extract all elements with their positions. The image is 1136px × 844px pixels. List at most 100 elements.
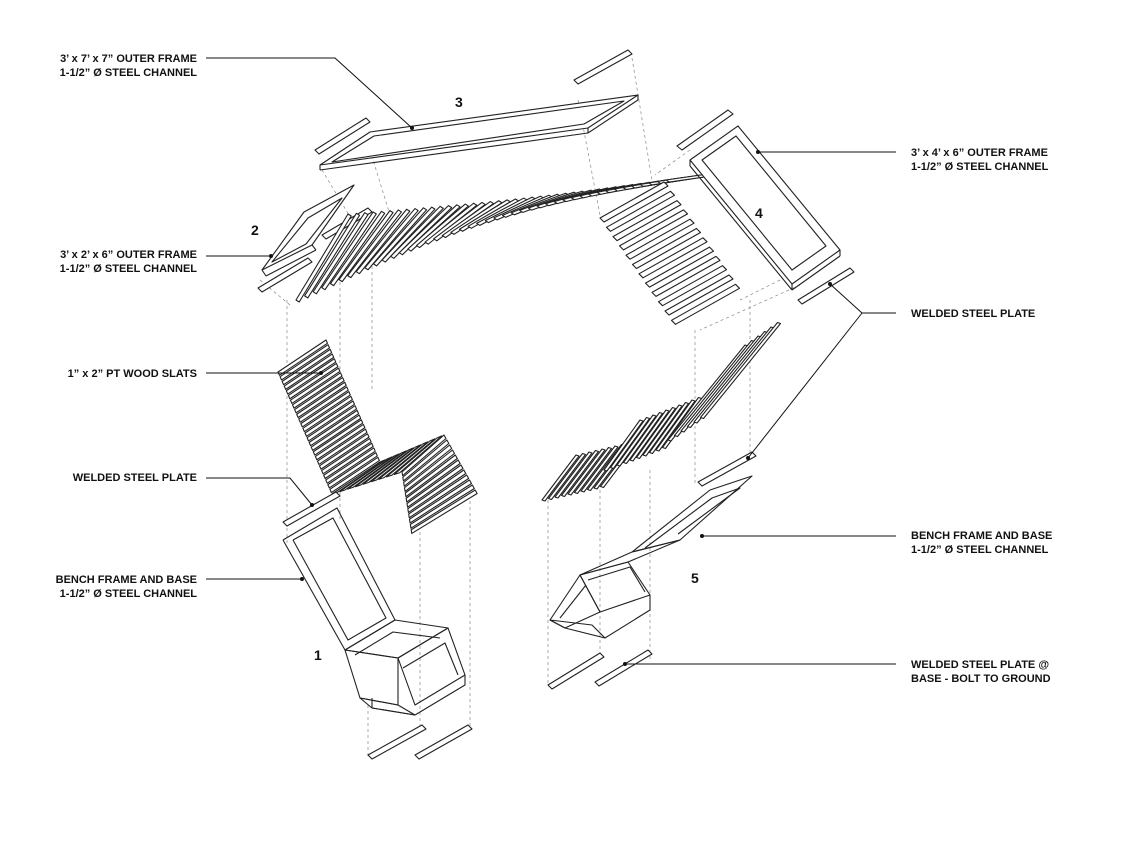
- slat: [408, 474, 470, 519]
- slat: [405, 459, 461, 503]
- slat: [638, 237, 708, 279]
- slat: [295, 213, 352, 303]
- slat: [327, 452, 378, 489]
- slat: [670, 283, 741, 325]
- part-number-3: 3: [455, 94, 463, 110]
- slat: [312, 212, 369, 295]
- part-number-1: 1: [314, 647, 322, 663]
- slat: [642, 404, 683, 457]
- slat: [406, 464, 464, 508]
- slat: [312, 419, 364, 456]
- slat: [372, 207, 428, 267]
- slat: [580, 445, 619, 493]
- slat: [393, 435, 443, 475]
- part-numbers: 3 2 4 1 5: [251, 94, 763, 663]
- part-number-5: 5: [691, 570, 699, 586]
- label-frame3-line2: 1-1/2” Ø STEEL CHANNEL: [60, 67, 198, 79]
- slat: [296, 381, 347, 419]
- label-bench-left-line2: 1-1/2” Ø STEEL CHANNEL: [60, 588, 198, 600]
- label-plate-left: WELDED STEEL PLATE: [73, 472, 197, 484]
- slat: [408, 479, 473, 524]
- label-slats: 1” x 2” PT WOOD SLATS: [68, 368, 197, 380]
- slat: [370, 444, 422, 483]
- slat: [404, 454, 458, 498]
- slat: [644, 246, 715, 288]
- slat: [347, 209, 402, 279]
- label-bench-left-line1: BENCH FRAME AND BASE: [56, 574, 197, 586]
- slat: [279, 344, 331, 381]
- part-5-bench-frame: [547, 451, 757, 690]
- slat: [362, 447, 414, 485]
- slat: [635, 406, 677, 460]
- slat: [629, 409, 670, 462]
- slat: [314, 423, 366, 461]
- slat: [283, 353, 335, 390]
- slat: [308, 409, 360, 447]
- slat: [603, 419, 644, 472]
- slat: [605, 190, 676, 232]
- slat: [381, 206, 436, 263]
- slat: [409, 484, 475, 529]
- label-frame4-line2: 1-1/2” Ø STEEL CHANNEL: [911, 161, 1049, 173]
- slat: [304, 212, 361, 299]
- slat: [403, 444, 453, 487]
- slat: [567, 448, 606, 496]
- slat: [304, 400, 356, 437]
- slat: [609, 416, 651, 470]
- slat: [329, 456, 380, 494]
- slat: [277, 339, 329, 376]
- slat: [338, 210, 394, 283]
- label-plate-base-line1: WELDED STEEL PLATE @: [911, 659, 1049, 671]
- part-number-2: 2: [251, 222, 259, 238]
- slat: [699, 321, 782, 420]
- slat: [321, 211, 377, 291]
- slat: [390, 205, 444, 259]
- slat: [325, 447, 376, 484]
- slat: [281, 348, 333, 386]
- slat: [622, 411, 664, 465]
- slat: [318, 433, 370, 470]
- slat: [403, 449, 456, 492]
- part-number-4: 4: [755, 205, 763, 221]
- label-frame3-line1: 3’ x 7’ x 7” OUTER FRAME: [60, 53, 197, 65]
- slat: [573, 446, 613, 495]
- label-bench-right-line1: BENCH FRAME AND BASE: [911, 530, 1052, 542]
- slat: [310, 414, 362, 451]
- part-4-outer-frame: [676, 109, 855, 305]
- slat: [616, 414, 657, 467]
- slat: [323, 442, 374, 480]
- slat: [291, 372, 343, 409]
- slat: [648, 401, 690, 455]
- right-chair-slats: [541, 321, 782, 502]
- slat: [599, 181, 669, 223]
- label-plate-base-line2: BASE - BOLT TO GROUND: [911, 673, 1051, 685]
- slat: [364, 207, 419, 271]
- slat: [547, 452, 587, 501]
- slat: [401, 434, 447, 477]
- slat: [302, 395, 353, 433]
- label-frame2-line1: 3’ x 2’ x 6” OUTER FRAME: [60, 249, 197, 261]
- slat: [289, 367, 341, 404]
- slat: [415, 203, 469, 249]
- slat: [541, 454, 580, 502]
- label-frame4-line1: 3’ x 4’ x 6” OUTER FRAME: [911, 147, 1048, 159]
- slat: [285, 358, 337, 395]
- part-3-outer-frame: [314, 49, 639, 171]
- left-chair-slats: [277, 339, 478, 534]
- slat: [294, 376, 345, 414]
- slat: [378, 441, 429, 480]
- slat: [631, 227, 702, 270]
- slat: [298, 386, 349, 423]
- slat: [560, 449, 600, 498]
- slat: [625, 218, 695, 260]
- label-frame2-line2: 1-1/2” Ø STEEL CHANNEL: [60, 263, 198, 275]
- slat: [300, 391, 351, 428]
- slat: [355, 208, 411, 275]
- slat: [402, 439, 450, 482]
- slat: [329, 210, 386, 287]
- slat: [385, 438, 436, 478]
- slat: [407, 469, 467, 513]
- label-bench-right-line2: 1-1/2” Ø STEEL CHANNEL: [911, 544, 1049, 556]
